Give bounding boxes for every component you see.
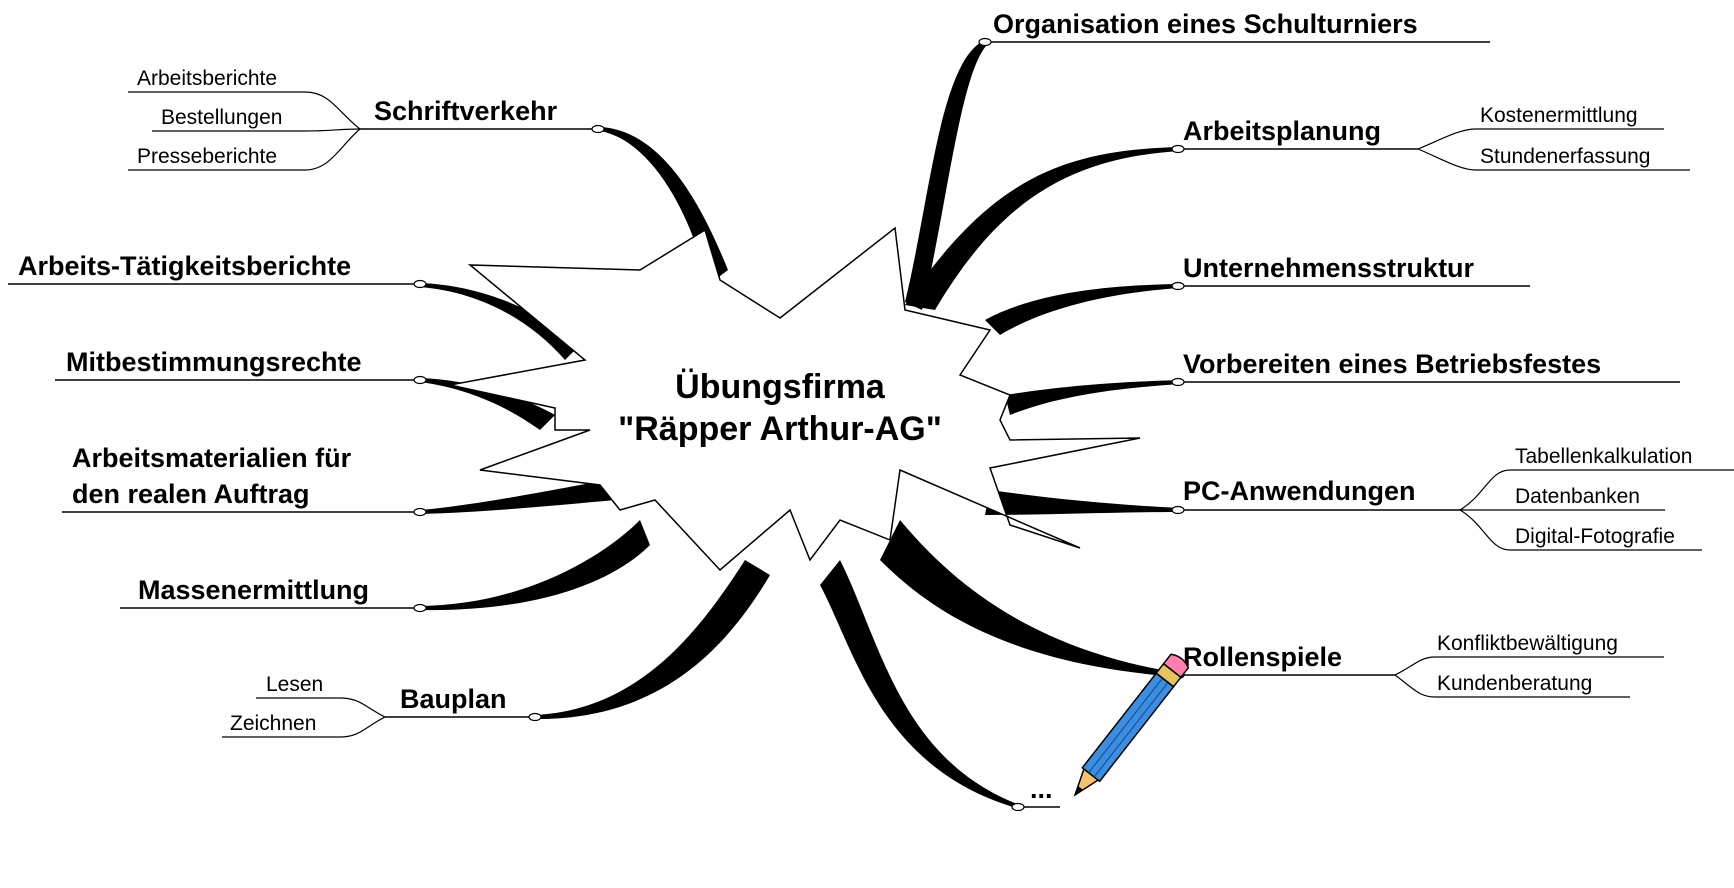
branch-schriftverkehr[interactable]: Schriftverkehr — [360, 96, 605, 134]
branch-more-label: ... — [1030, 774, 1053, 804]
subbranch-digital-fotografie-label: Digital-Fotografie — [1515, 525, 1675, 548]
branch-mitbestimmung[interactable]: Mitbestimmungsrechte — [55, 347, 427, 385]
branch-taetigkeitsberichte[interactable]: Arbeits-Tätigkeitsberichte — [8, 251, 427, 289]
subbranch-konfliktbewaeltigung[interactable]: Konfliktbewältigung — [1435, 632, 1664, 658]
branch-betriebsfest-label: Vorbereiten eines Betriebsfestes — [1183, 349, 1601, 379]
subbranch-kostenermittlung-label: Kostenermittlung — [1480, 104, 1638, 127]
branch-massenermittlung-label: Massenermittlung — [138, 575, 369, 605]
subbranch-konfliktbewaeltigung-label: Konfliktbewältigung — [1437, 632, 1618, 655]
subbranch-bestellungen-label: Bestellungen — [161, 106, 282, 129]
subbranch-kundenberatung[interactable]: Kundenberatung — [1435, 672, 1630, 698]
branch-taetigkeitsberichte-label: Arbeits-Tätigkeitsberichte — [18, 251, 351, 281]
subbranch-datenbanken-label: Datenbanken — [1515, 485, 1640, 508]
subbranch-digital-fotografie[interactable]: Digital-Fotografie — [1510, 525, 1702, 551]
subbranch-presseberichte-label: Presseberichte — [137, 145, 277, 168]
branch-arbeitsmaterialien-line1: Arbeitsmaterialien für — [72, 443, 352, 473]
central-starburst — [449, 226, 1141, 572]
branch-arbeitsplanung-label: Arbeitsplanung — [1183, 116, 1381, 146]
subbranch-zeichnen[interactable]: Zeichnen — [222, 712, 340, 738]
subbranch-arbeitsberichte-label: Arbeitsberichte — [137, 67, 277, 90]
branch-pc-anwendungen-label: PC-Anwendungen — [1183, 476, 1415, 506]
branch-bauplan[interactable]: Bauplan — [385, 684, 542, 722]
subbranch-arbeitsberichte[interactable]: Arbeitsberichte — [128, 67, 305, 93]
branch-more[interactable]: ... — [1011, 774, 1060, 812]
branch-mitbestimmung-label: Mitbestimmungsrechte — [66, 347, 362, 377]
branch-arbeitsmaterialien[interactable]: Arbeitsmaterialien für den realen Auftra… — [62, 443, 427, 517]
subbranch-zeichnen-label: Zeichnen — [230, 712, 316, 735]
subbranch-datenbanken[interactable]: Datenbanken — [1510, 485, 1665, 511]
branch-organisation[interactable]: Organisation eines Schulturniers — [978, 9, 1490, 47]
subbranch-tabellenkalkulation-label: Tabellenkalkulation — [1515, 445, 1692, 468]
subbranch-kundenberatung-label: Kundenberatung — [1437, 672, 1592, 695]
subbranch-lesen-label: Lesen — [266, 673, 323, 696]
branch-connectors — [420, 40, 1180, 809]
center-title-line2: "Räpper Arthur-AG" — [618, 410, 942, 448]
subbranch-bestellungen[interactable]: Bestellungen — [152, 106, 305, 132]
pencil-icon — [1073, 653, 1190, 797]
branch-rollenspiele-label: Rollenspiele — [1183, 642, 1342, 672]
subbranch-lesen[interactable]: Lesen — [256, 673, 340, 699]
subbranch-tabellenkalkulation[interactable]: Tabellenkalkulation — [1510, 445, 1734, 471]
subbranch-kostenermittlung[interactable]: Kostenermittlung — [1475, 104, 1664, 130]
branch-pc-anwendungen[interactable]: PC-Anwendungen — [1171, 476, 1460, 515]
branch-massenermittlung[interactable]: Massenermittlung — [120, 575, 427, 613]
branch-betriebsfest[interactable]: Vorbereiten eines Betriebsfestes — [1171, 349, 1680, 387]
branch-unternehmensstruktur[interactable]: Unternehmensstruktur — [1171, 253, 1530, 291]
branch-arbeitsplanung[interactable]: Arbeitsplanung — [1171, 116, 1418, 154]
center-title-line1: Übungsfirma — [675, 368, 886, 406]
branch-schriftverkehr-label: Schriftverkehr — [374, 96, 558, 126]
subbranch-stundenerfassung[interactable]: Stundenerfassung — [1475, 145, 1690, 171]
subbranch-presseberichte[interactable]: Presseberichte — [128, 145, 305, 171]
subbranch-stundenerfassung-label: Stundenerfassung — [1480, 145, 1650, 168]
branch-bauplan-label: Bauplan — [400, 684, 507, 714]
branch-unternehmensstruktur-label: Unternehmensstruktur — [1183, 253, 1475, 283]
branch-organisation-label: Organisation eines Schulturniers — [993, 9, 1418, 39]
branch-rollenspiele[interactable]: Rollenspiele — [1171, 642, 1395, 680]
branch-arbeitsmaterialien-line2: den realen Auftrag — [72, 479, 310, 509]
